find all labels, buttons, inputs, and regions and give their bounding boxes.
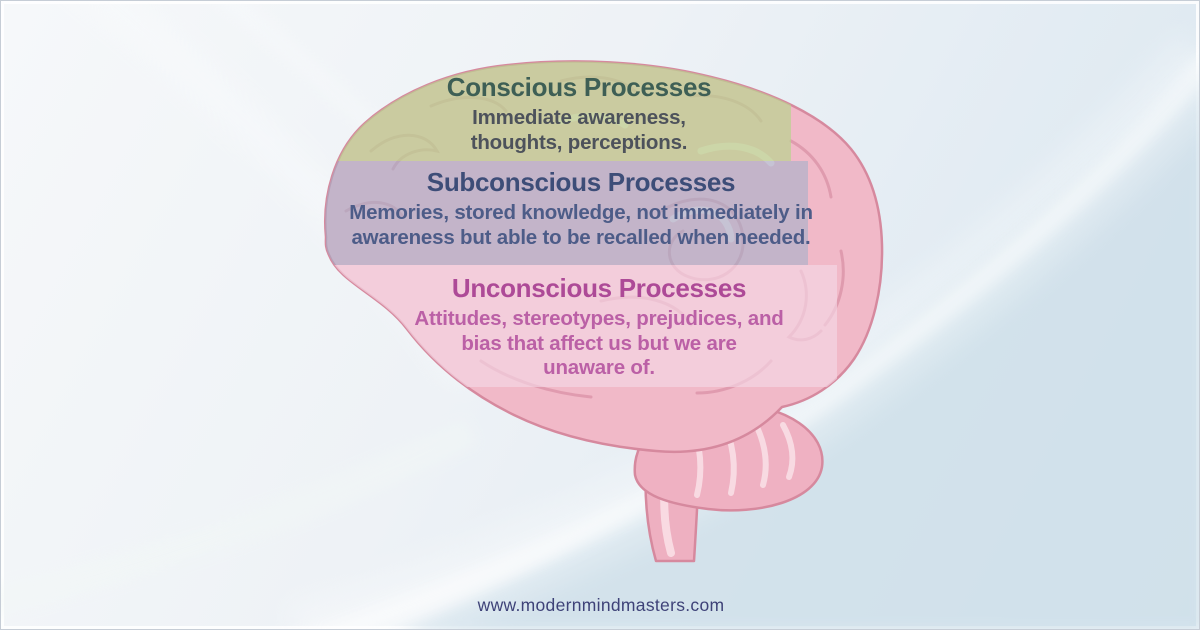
bg-swoosh-lower-left bbox=[1, 417, 478, 616]
unconscious-title: Unconscious Processes bbox=[451, 273, 747, 303]
bg-swoosh-highlight bbox=[312, 54, 1199, 629]
subconscious-title: Subconscious Processes bbox=[426, 167, 736, 197]
bg-blue-wedge bbox=[405, 67, 1199, 629]
subconscious-band-overlay bbox=[325, 161, 808, 265]
subconscious-description-line: awareness but able to be recalled when n… bbox=[351, 225, 811, 249]
unconscious-description-line: Attitudes, stereotypes, prejudices, and bbox=[414, 307, 784, 330]
conscious-description-line: Immediate awareness, bbox=[472, 106, 686, 129]
subconscious-section: Subconscious Processes Memories, stored … bbox=[349, 168, 813, 250]
conscious-section: Conscious Processes Immediate awareness,… bbox=[447, 73, 712, 155]
conscious-description-line: thoughts, perceptions. bbox=[470, 130, 688, 154]
website-url: www.modernmindmasters.com bbox=[477, 595, 725, 615]
subconscious-description-line: Memories, stored knowledge, not immediat… bbox=[349, 201, 813, 224]
unconscious-section: Unconscious Processes Attitudes, stereot… bbox=[414, 274, 783, 381]
unconscious-description-line: unaware of. bbox=[543, 356, 655, 379]
unconscious-description-line: bias that affect us but we are bbox=[461, 331, 737, 355]
conscious-title: Conscious Processes bbox=[446, 72, 712, 102]
